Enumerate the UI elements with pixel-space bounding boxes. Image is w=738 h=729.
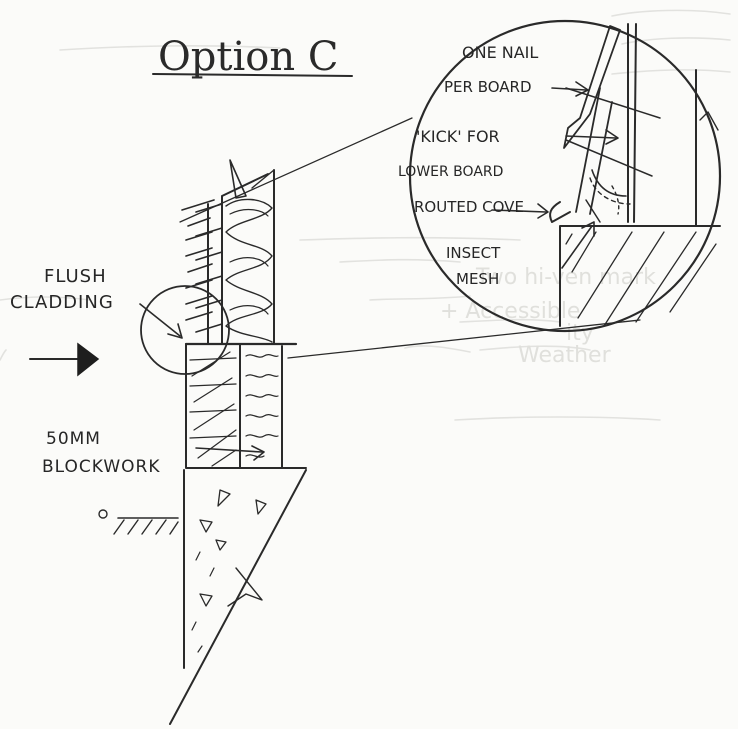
label-routed-cove: ROUTED COVE bbox=[414, 198, 524, 216]
detail-circle-small bbox=[140, 285, 230, 375]
insulation-batt bbox=[225, 198, 273, 343]
detail-callout bbox=[140, 19, 722, 375]
label-cladding: CLADDING bbox=[10, 292, 114, 313]
page-title: Option C bbox=[158, 34, 338, 80]
bleed-through-text: Two hi-ven mark ity + Accessible Weather bbox=[0, 9, 731, 421]
detail-circle-large bbox=[408, 19, 722, 333]
direction-arrow bbox=[29, 342, 100, 377]
label-per-board: PER BOARD bbox=[444, 78, 532, 96]
title-underline bbox=[152, 73, 353, 77]
svg-text:Two hi-ven mark: Two hi-ven mark bbox=[475, 265, 656, 290]
flush-cladding-leader bbox=[139, 303, 183, 339]
label-blockwork: BLOCKWORK bbox=[42, 457, 160, 477]
label-50mm: 50MM bbox=[46, 429, 101, 449]
foundation bbox=[98, 469, 307, 725]
magnified-detail bbox=[549, 23, 721, 327]
label-lower-board: LOWER BOARD bbox=[398, 164, 503, 180]
svg-text:Weather: Weather bbox=[518, 343, 612, 368]
label-insect: INSECT bbox=[446, 244, 501, 262]
label-flush: FLUSH bbox=[44, 266, 107, 287]
label-one-nail: ONE NAIL bbox=[462, 43, 538, 62]
detail-leaders bbox=[491, 81, 619, 269]
label-kick-for: 'KICK' FOR bbox=[416, 127, 500, 146]
label-mesh: MESH bbox=[456, 270, 499, 288]
wall-section bbox=[181, 159, 307, 469]
